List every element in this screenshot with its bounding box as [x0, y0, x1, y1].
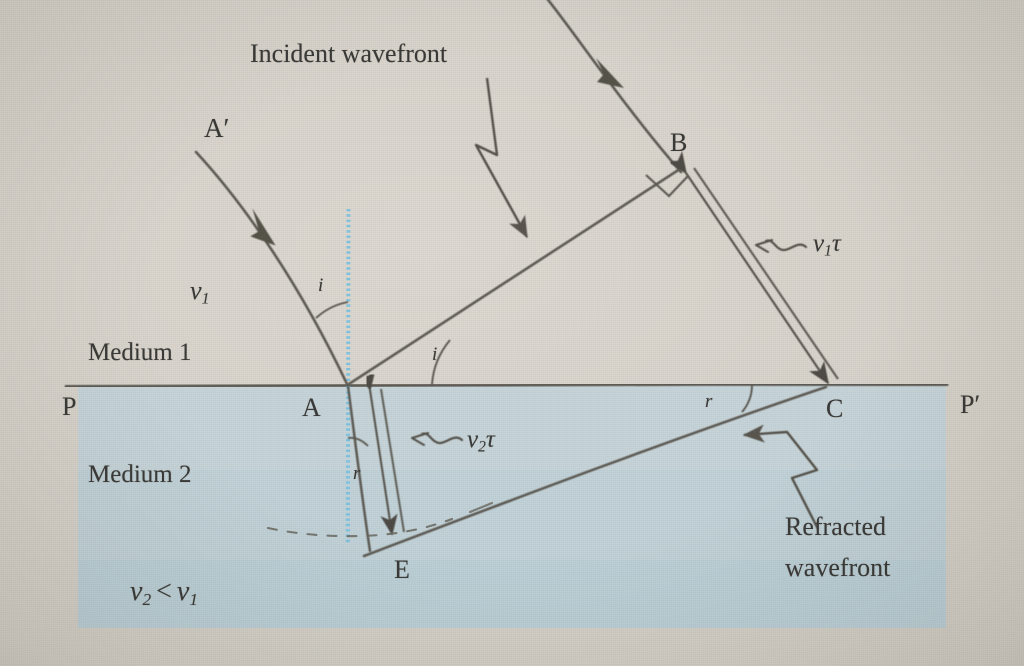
point-label-C: C — [826, 394, 844, 423]
normal-line-dotted — [345, 208, 351, 544]
interface-boundary-line — [64, 382, 949, 388]
leader-v1tau — [754, 238, 808, 254]
angle-label-i-normal: i — [318, 275, 324, 296]
distance-label-v2tau: v2τ — [467, 427, 495, 455]
speed-relation-v2-sub: 2 — [142, 589, 152, 609]
speed-relation-v1-sub: 1 — [189, 589, 199, 609]
leader-refracted-wavefront — [742, 424, 820, 530]
point-label-P: P — [62, 392, 77, 421]
distance-marker-BC — [667, 151, 839, 385]
caption-refracted-wavefront-line2: wavefront — [785, 553, 891, 582]
point-label-A: A — [302, 393, 321, 422]
speed-relation-label: v2<v1 — [130, 576, 199, 609]
medium2-region — [78, 385, 946, 628]
distance-v1tau-tau: τ — [831, 230, 841, 257]
point-label-P-prime: P′ — [960, 390, 981, 419]
medium1-label: Medium 1 — [88, 339, 192, 366]
point-label-E: E — [394, 555, 410, 584]
wavelet-arc-dashed — [266, 501, 494, 538]
refracted-wavefront-line-EC — [362, 385, 828, 558]
caption-incident-wavefront: Incident wavefront — [250, 39, 448, 68]
speed-relation-v2: v — [130, 576, 143, 607]
distance-v1tau-subscript: 1 — [824, 242, 832, 260]
distance-v2tau-tau: τ — [485, 426, 495, 453]
incident-wavefront-line-AB — [347, 165, 685, 386]
incident-ray-2-to-C — [683, 168, 826, 382]
distance-v2tau-subscript: 2 — [478, 438, 486, 456]
leader-v2tau — [410, 431, 464, 447]
distance-marker-AE — [358, 369, 406, 536]
angle-label-r-normal: r — [353, 463, 361, 484]
incident-ray-1 — [194, 150, 349, 386]
speed-relation-operator: < — [156, 576, 172, 607]
speed-v1-symbol: v — [190, 276, 202, 305]
speed-relation-v1: v — [176, 576, 190, 607]
angle-label-r-surface: r — [705, 391, 713, 412]
point-label-B: B — [670, 128, 688, 157]
caption-refracted-wavefront-line1: Refracted — [785, 512, 887, 541]
speed-v1-label: v1 — [190, 278, 210, 308]
speed-v1-subscript: 1 — [201, 290, 210, 308]
point-label-A-prime: A′ — [204, 113, 230, 143]
distance-label-v1tau: v1τ — [813, 231, 841, 259]
distance-v1tau-symbol: v — [813, 230, 825, 257]
distance-v2tau-symbol: v — [467, 426, 479, 453]
incident-ray-2 — [546, 0, 683, 174]
angle-label-i-surface: i — [432, 344, 438, 365]
leader-incident-wavefront — [474, 77, 529, 239]
medium2-label: Medium 2 — [88, 461, 192, 488]
angle-arcs — [315, 301, 753, 447]
